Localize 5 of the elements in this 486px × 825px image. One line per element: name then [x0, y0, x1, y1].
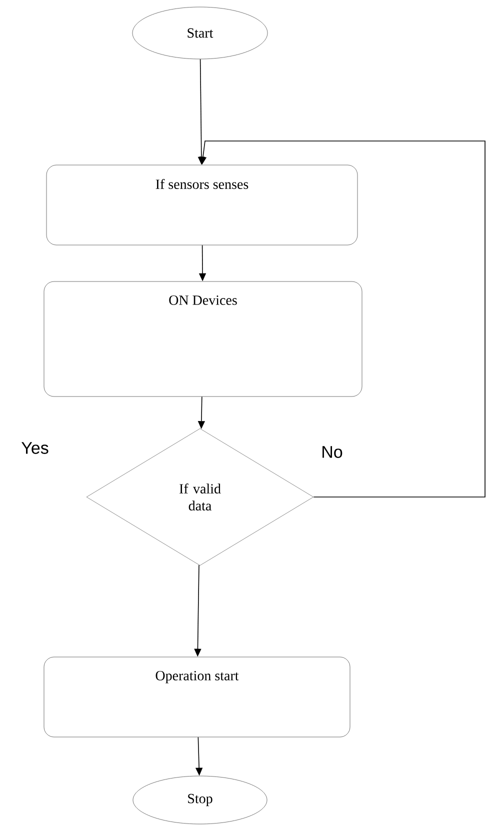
branch-label: Yes [22, 442, 48, 454]
branch-label: No [322, 446, 342, 458]
process-box: If sensors senses [46, 164, 358, 246]
process-box: Operation start [44, 656, 350, 738]
process-box: ON Devices [44, 281, 362, 397]
